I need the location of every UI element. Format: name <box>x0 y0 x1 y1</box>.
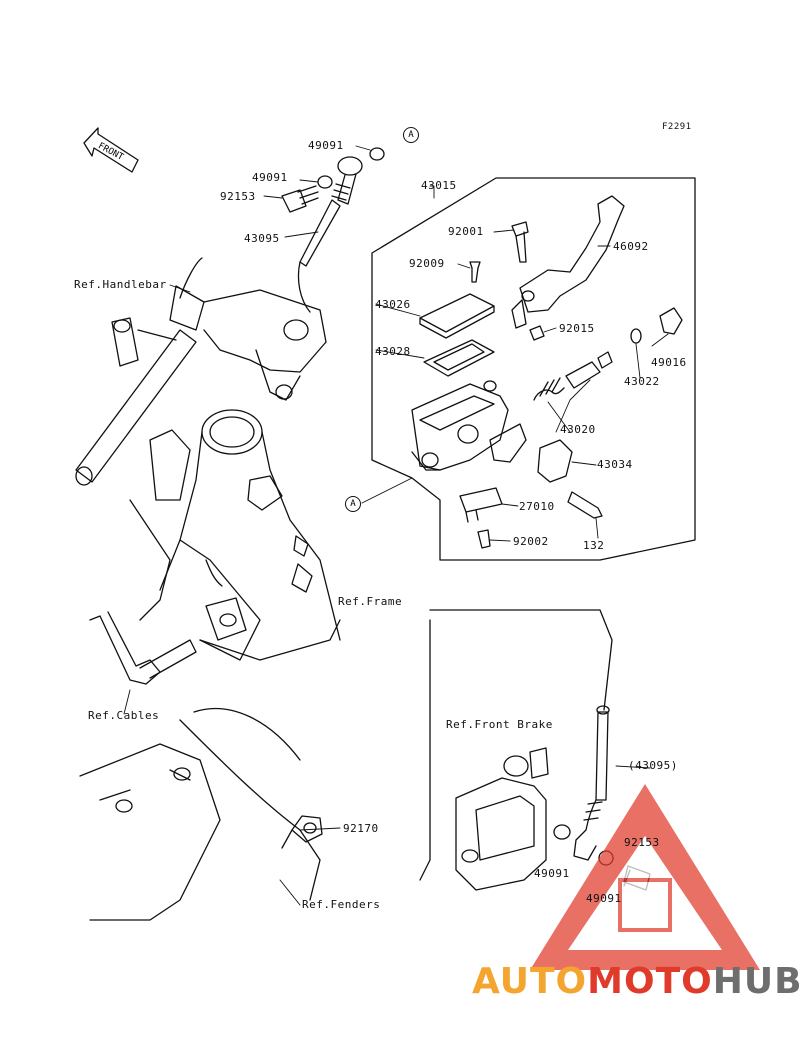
cable-guide <box>89 611 197 685</box>
frame <box>79 409 341 921</box>
label-49091-top: 49091 <box>308 139 344 152</box>
ref-front-brake: Ref.Front Brake <box>446 718 553 731</box>
label-46092: 46092 <box>613 240 649 253</box>
boot-49016 <box>659 307 683 335</box>
assembly-box <box>371 177 696 561</box>
label-92170: 92170 <box>343 822 379 835</box>
ref-frame: Ref.Frame <box>338 595 403 608</box>
label-27010: 27010 <box>519 500 555 513</box>
handlebar-clamp <box>111 317 177 367</box>
label-43095: 43095 <box>244 232 280 245</box>
label-43020: 43020 <box>560 423 596 436</box>
washer-49091-a <box>369 147 385 161</box>
front-arrow-icon <box>83 127 139 173</box>
lever-46092 <box>511 195 625 329</box>
label-49091-bottom-1: 49091 <box>534 867 570 880</box>
piston-kit-43020 <box>533 351 613 401</box>
label-92001: 92001 <box>448 225 484 238</box>
washer-49091-c <box>553 824 571 840</box>
label-49091-bottom-2: 49091 <box>586 892 622 905</box>
figure-code: F2291 <box>662 122 692 132</box>
label-92002: 92002 <box>513 535 549 548</box>
bolt-132 <box>567 491 603 519</box>
label-43028: 43028 <box>375 345 411 358</box>
switch-27010 <box>459 487 503 523</box>
label-92153-bottom: 92153 <box>624 836 660 849</box>
front-brake-caliper <box>455 747 549 891</box>
nut-92015 <box>529 325 545 341</box>
reservoir-cap-43026 <box>419 293 495 339</box>
watermark-part1: AUTO <box>472 961 588 1002</box>
label-49091-mid: 49091 <box>252 171 288 184</box>
callout-a-top: A <box>403 127 419 143</box>
banjo-bolt-92153-top <box>281 185 319 213</box>
pivot-bolt-92001 <box>511 221 529 263</box>
ref-handlebar: Ref.Handlebar <box>74 278 167 291</box>
label-43022: 43022 <box>624 375 660 388</box>
label-132: 132 <box>583 539 605 552</box>
label-43015: 43015 <box>421 179 457 192</box>
callout-a-bottom: A <box>345 496 361 512</box>
diaphragm-43028 <box>423 339 495 377</box>
clamp-43034 <box>537 439 573 483</box>
label-49016: 49016 <box>651 356 687 369</box>
label-43026: 43026 <box>375 298 411 311</box>
washer-49091-b <box>317 175 333 189</box>
handlebar-bracket <box>169 257 327 401</box>
label-92009: 92009 <box>409 257 445 270</box>
hose-clamp-92170 <box>281 815 323 849</box>
watermark-part3: HUB <box>712 961 800 1002</box>
label-92015: 92015 <box>559 322 595 335</box>
label-43095-ref: (43095) <box>628 759 678 772</box>
watermark-logo <box>530 784 760 970</box>
label-43034: 43034 <box>597 458 633 471</box>
brake-hose-lower <box>573 705 610 861</box>
brake-hose-upper <box>297 156 363 313</box>
screw-92002 <box>477 529 491 549</box>
handlebar-tube <box>75 329 197 486</box>
ref-cables: Ref.Cables <box>88 709 160 722</box>
watermark-text: AUTOMOTOHUB <box>472 962 800 1002</box>
screw-92009 <box>469 261 481 283</box>
label-92153-top: 92153 <box>220 190 256 203</box>
master-cylinder <box>411 380 527 471</box>
circlip-43022 <box>630 328 642 344</box>
watermark-part2: MOTO <box>587 961 713 1002</box>
ref-fenders: Ref.Fenders <box>302 898 381 911</box>
